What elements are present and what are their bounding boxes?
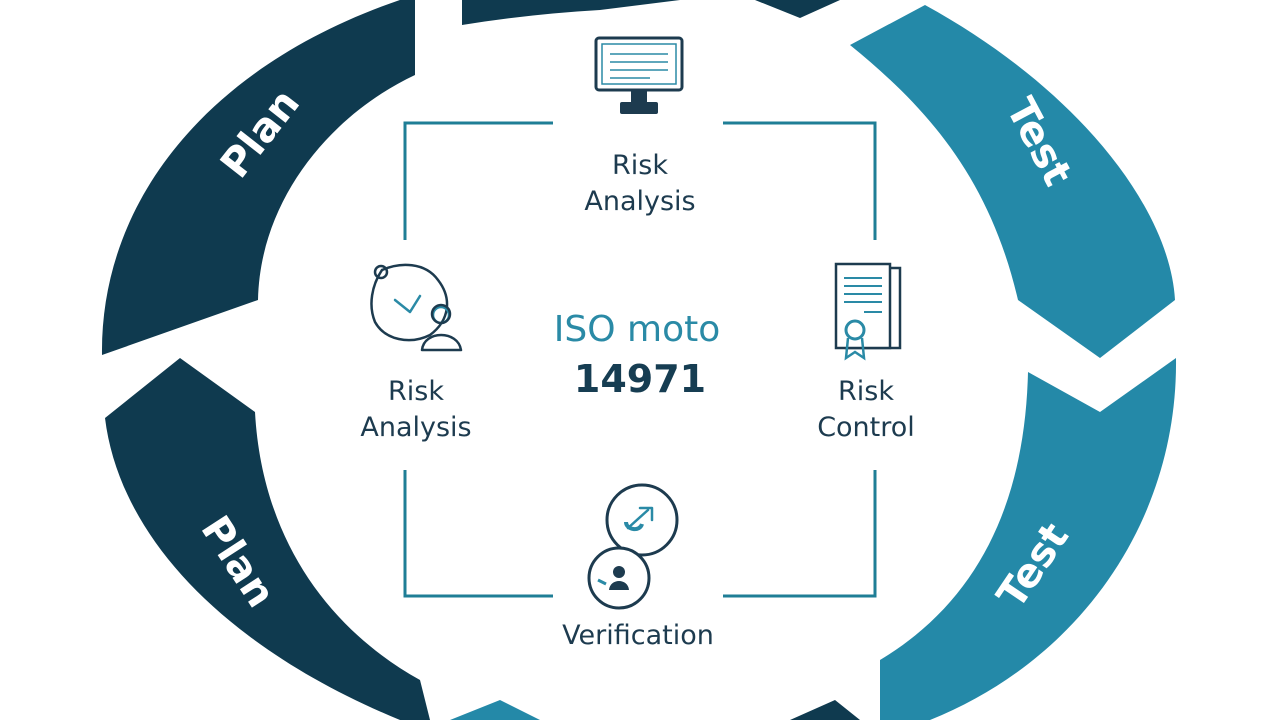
node-left-line2: Analysis	[360, 412, 471, 443]
node-top-line2: Analysis	[584, 186, 695, 217]
center-title: ISO moto	[554, 309, 720, 350]
node-left-line1: Risk	[388, 376, 444, 407]
segment-bottom-left-cap	[450, 700, 540, 720]
node-top-line1: Risk	[612, 150, 668, 181]
node-right-line2: Control	[817, 412, 915, 443]
segment-top-right-cap	[755, 0, 840, 18]
verification-circles-icon	[587, 483, 679, 610]
segment-plan-upper	[101, 0, 415, 355]
person-network-icon	[370, 263, 463, 352]
segment-top-left-cap	[462, 0, 680, 25]
certificate-document-icon	[834, 262, 902, 361]
segment-bottom-right-cap	[790, 700, 860, 720]
center-number: 14971	[574, 357, 706, 401]
segment-plan-lower	[105, 358, 430, 720]
monitor-icon	[594, 36, 684, 114]
node-right-line1: Risk	[838, 376, 894, 407]
inner-frame	[403, 121, 877, 598]
segment-test-upper	[850, 5, 1175, 358]
cycle-ring: Plan Test Test Plan	[101, 0, 1177, 720]
segment-test-lower	[880, 358, 1177, 720]
node-bottom-label: Verification	[562, 620, 714, 651]
